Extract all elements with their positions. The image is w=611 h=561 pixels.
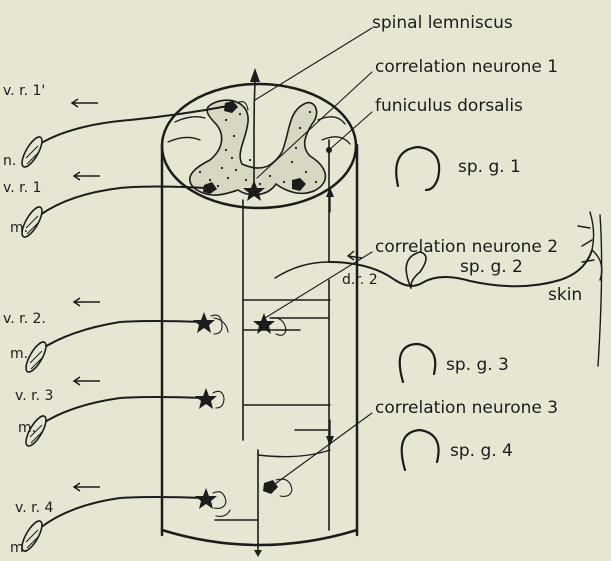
label-effector-m1: m. (10, 220, 28, 236)
grey-matter (168, 100, 350, 195)
label-correlation-neurone-1: correlation neurone 1 (375, 57, 558, 77)
label-effector-m4: m. (10, 540, 28, 556)
label-dorsal-root-2: d.r. 2 (342, 272, 378, 288)
cord-neurones (193, 68, 334, 557)
label-effector-m2: m. (10, 346, 28, 362)
label-effector-n: n. (3, 153, 16, 169)
ventral-roots (18, 99, 228, 554)
label-skin: skin (548, 285, 582, 305)
spinal-ganglia (396, 147, 439, 470)
effector-organs (18, 134, 49, 553)
ganglion-4-outline (402, 430, 439, 470)
label-leaders (255, 28, 372, 484)
label-spinal-lemniscus: spinal lemniscus (372, 13, 513, 33)
label-correlation-neurone-2: correlation neurone 2 (375, 237, 558, 257)
label-ventral-root-2: v. r. 2. (3, 311, 46, 327)
label-ventral-root-1prime: v. r. 1' (3, 83, 45, 99)
correlation-neurone-3-cell (263, 480, 278, 494)
ganglion-1-outline (396, 147, 439, 190)
label-funiculus-dorsalis: funiculus dorsalis (375, 96, 523, 116)
label-spinal-ganglion-1: sp. g. 1 (458, 157, 521, 177)
label-correlation-neurone-3: correlation neurone 3 (375, 398, 558, 418)
label-spinal-ganglion-4: sp. g. 4 (450, 441, 513, 461)
spinal-cord-cylinder (162, 84, 357, 545)
label-spinal-ganglion-2: sp. g. 2 (460, 257, 523, 277)
ganglion-3-outline (400, 344, 436, 382)
label-ventral-root-4: v. r. 4 (15, 500, 53, 516)
label-ventral-root-1: v. r. 1 (3, 180, 41, 196)
label-spinal-ganglion-3: sp. g. 3 (446, 355, 509, 375)
correlation-neurone-2-cell (253, 313, 275, 334)
label-ventral-root-3: v. r. 3 (15, 388, 53, 404)
label-effector-m3: m. (18, 420, 36, 436)
